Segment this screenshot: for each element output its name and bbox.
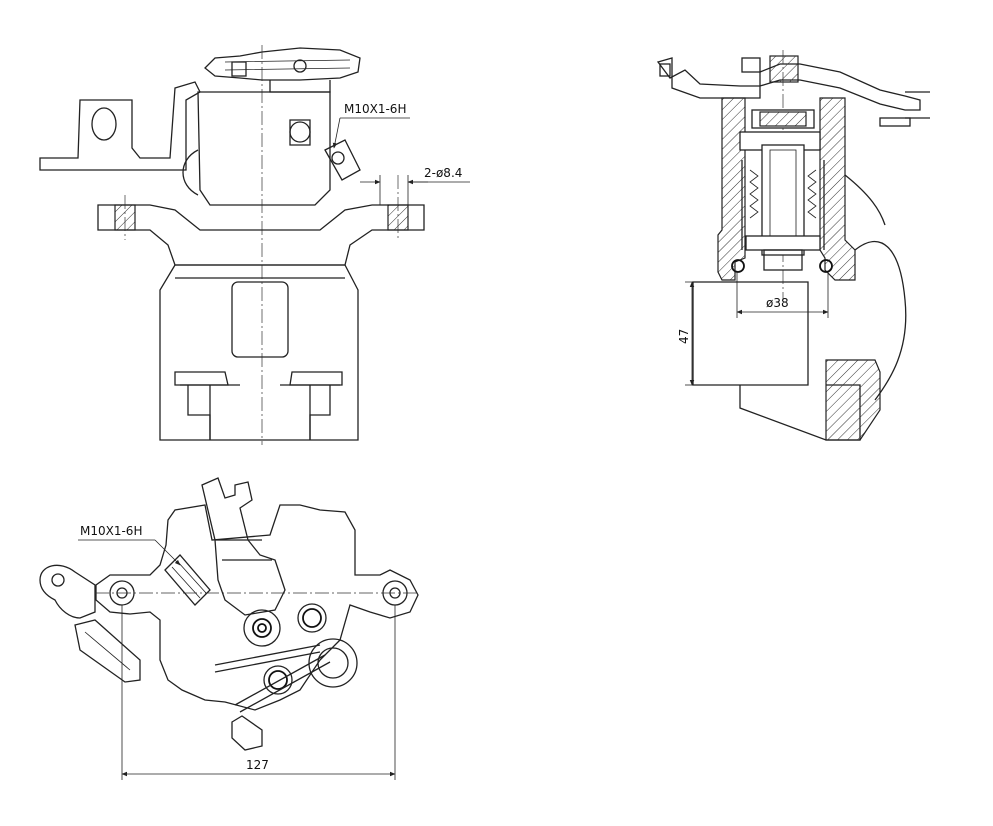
hole-spec-label: 2-ø8.4 <box>424 166 462 180</box>
caliper-bridge <box>159 264 359 441</box>
mounting-flange <box>97 175 425 266</box>
bleed-nipple <box>324 117 410 181</box>
top-thread-label: M10X1-6H <box>344 102 406 116</box>
diameter-dimension <box>736 272 829 318</box>
section-lever <box>656 55 930 127</box>
housing-bulge <box>182 149 199 196</box>
bottom-thread-label: M10X1-6H <box>80 524 142 538</box>
section-view: ø38 47 <box>656 50 930 441</box>
side-view: M10X1-6H 127 <box>39 477 420 780</box>
internal-mechanism <box>731 109 833 273</box>
housing-wall-right <box>819 97 856 281</box>
height-dim-label: 47 <box>677 329 691 344</box>
caliper-side-body <box>95 504 419 711</box>
height-dimension <box>685 281 720 386</box>
return-spring <box>214 638 358 713</box>
pivot-bolts <box>243 603 327 695</box>
lever-tab <box>231 715 263 751</box>
side-bleed-nipple <box>78 539 211 606</box>
side-lever <box>201 477 286 616</box>
housing-wall-left <box>717 97 746 281</box>
front-view: M10X1-6H 2-ø8.4 <box>39 45 470 445</box>
width-dimension <box>121 605 396 780</box>
piston-diameter-label: ø38 <box>766 296 789 310</box>
lower-bracket <box>74 619 141 683</box>
cylinder-housing <box>197 91 331 206</box>
hole-dimension <box>360 175 470 205</box>
left-ear <box>39 564 135 619</box>
parking-lever-top <box>204 47 361 93</box>
width-dim-label: 127 <box>246 758 269 772</box>
left-bracket <box>39 81 201 171</box>
